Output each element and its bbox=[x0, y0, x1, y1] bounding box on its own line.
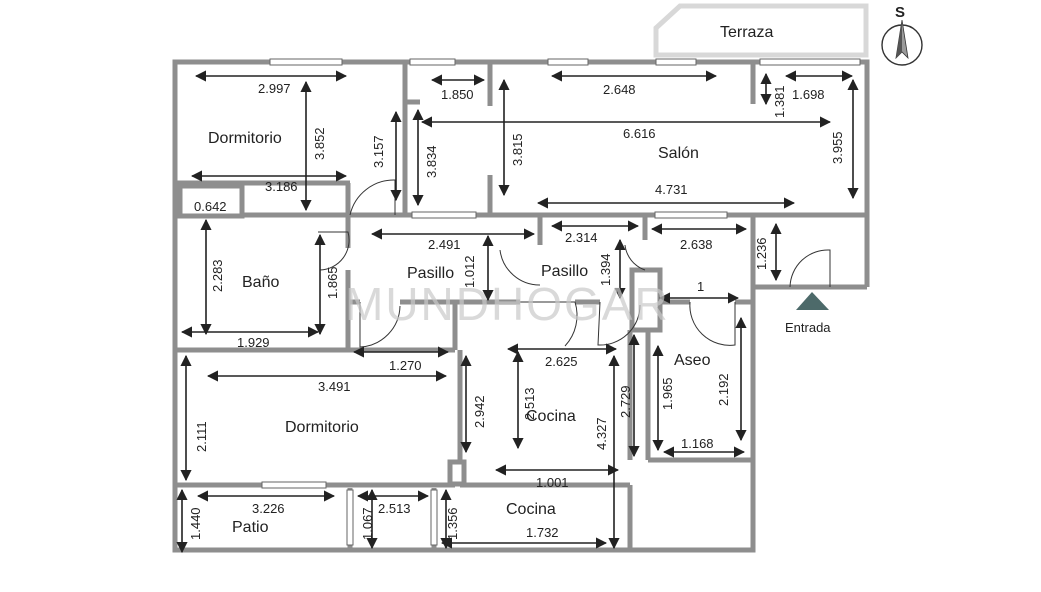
dim-label: 1.236 bbox=[754, 237, 769, 270]
entrada-label: Entrada bbox=[785, 320, 831, 335]
dim-label: 3.955 bbox=[830, 131, 845, 164]
dim-label: 1.698 bbox=[792, 87, 825, 102]
dim-label: 1.929 bbox=[237, 335, 270, 350]
dim-label: 3.186 bbox=[265, 179, 298, 194]
room-label-patio: Patio bbox=[232, 519, 269, 536]
dim-label: 1.965 bbox=[660, 377, 675, 410]
room-label-dormitorio-1: Dormitorio bbox=[208, 130, 282, 147]
dim-label: 3.815 bbox=[510, 133, 525, 166]
room-label-salon: Salón bbox=[658, 145, 699, 162]
dim-label: 2.625 bbox=[545, 354, 578, 369]
room-label-cocina-2: Cocina bbox=[506, 501, 556, 518]
watermark: MUNDHOGAR bbox=[345, 278, 670, 330]
dim-label: 2.513 bbox=[378, 501, 411, 516]
dim-label: 1.440 bbox=[188, 507, 203, 540]
room-label-cocina-1: Cocina bbox=[526, 408, 576, 425]
compass-icon bbox=[881, 19, 923, 66]
dim-label: 2.111 bbox=[194, 421, 209, 452]
dim-label: 1.001 bbox=[536, 475, 569, 490]
dim-label: 2.729 bbox=[618, 385, 633, 418]
dim-label: 3.834 bbox=[424, 145, 439, 178]
dim-label: 2.491 bbox=[428, 237, 461, 252]
dim-label: 3.226 bbox=[252, 501, 285, 516]
dim-label: 2.283 bbox=[210, 259, 225, 292]
dim-label: 1 bbox=[697, 279, 704, 294]
dim-label: 6.616 bbox=[623, 126, 656, 141]
dim-label: 2.192 bbox=[716, 373, 731, 406]
dim-label: 3.852 bbox=[312, 127, 327, 160]
dim-label: 0.642 bbox=[194, 199, 227, 214]
dim-label: 1.394 bbox=[598, 253, 613, 286]
dim-label: 1.012 bbox=[462, 255, 477, 288]
windows bbox=[261, 58, 861, 546]
dim-label: 2.314 bbox=[565, 230, 598, 245]
dim-label: 1.732 bbox=[526, 525, 559, 540]
dim-label: 3.491 bbox=[318, 379, 351, 394]
dim-label: 4.731 bbox=[655, 182, 688, 197]
dim-label: 2.513 bbox=[522, 387, 537, 420]
entrada-marker-icon bbox=[796, 292, 829, 310]
dim-label: 2.942 bbox=[472, 395, 487, 428]
terraza-outline bbox=[653, 3, 869, 58]
room-label-pasillo-1: Pasillo bbox=[407, 265, 454, 282]
dim-label: 2.997 bbox=[258, 81, 291, 96]
room-label-terraza: Terraza bbox=[720, 24, 773, 41]
dim-label: 1.356 bbox=[445, 507, 460, 540]
dim-label: 1.865 bbox=[325, 266, 340, 299]
dim-label: 1.270 bbox=[389, 358, 422, 373]
dim-label: 4.327 bbox=[594, 417, 609, 450]
dimension-lines bbox=[176, 70, 859, 554]
dim-label: 1.067 bbox=[360, 507, 375, 540]
room-label-bano: Baño bbox=[242, 274, 279, 291]
room-label-pasillo-2: Pasillo bbox=[541, 263, 588, 280]
dim-label: 2.638 bbox=[680, 237, 713, 252]
dim-label: 2.648 bbox=[603, 82, 636, 97]
room-label-dormitorio-2: Dormitorio bbox=[285, 419, 359, 436]
room-label-aseo: Aseo bbox=[674, 352, 711, 369]
dim-label: 1.168 bbox=[681, 436, 714, 451]
dim-label: 1.850 bbox=[441, 87, 474, 102]
dim-label: 3.157 bbox=[371, 135, 386, 168]
dim-label: 1.381 bbox=[772, 85, 787, 118]
compass-label: S bbox=[895, 4, 905, 21]
